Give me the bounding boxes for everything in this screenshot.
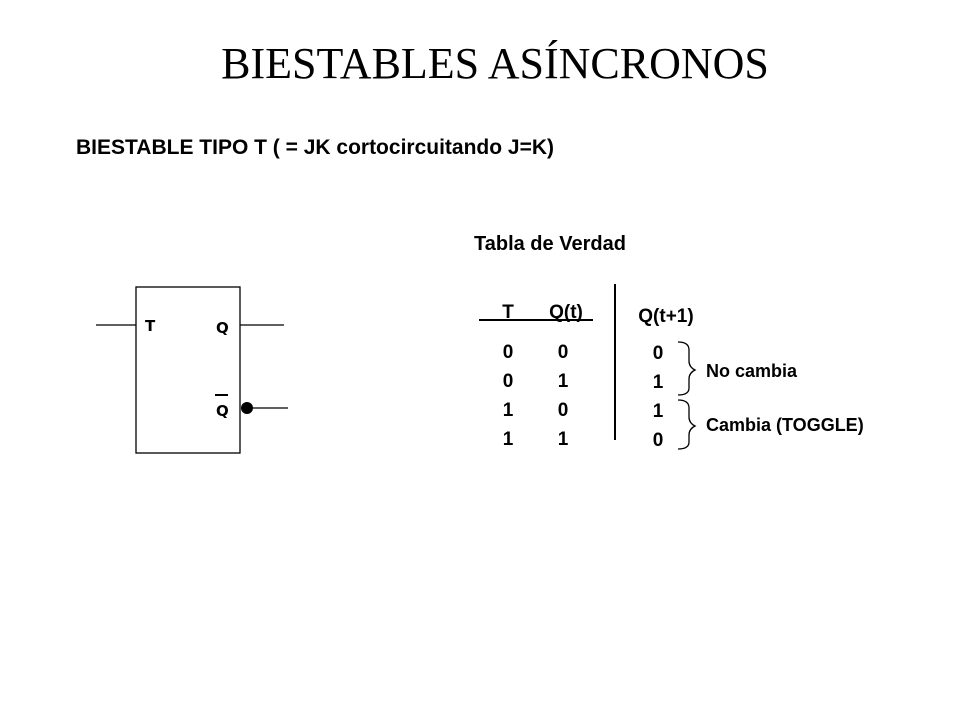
cell-qt1: 1 (653, 401, 664, 422)
header-qt1: Q(t+1) (638, 306, 693, 327)
cell-qt: 1 (558, 371, 569, 392)
header-t: T (502, 302, 514, 323)
truth-table-title: Tabla de Verdad (474, 233, 626, 255)
cell-qt: 0 (558, 342, 569, 363)
cell-qt: 0 (558, 400, 569, 421)
annotation-cambia-toggle: Cambia (TOGGLE) (706, 415, 864, 435)
truth-table: T Q(t) Q(t+1) 0 0 0 0 1 1 1 0 1 1 1 0 No… (479, 284, 864, 451)
table-row: 0 0 0 (503, 342, 664, 364)
cell-qt1: 0 (653, 343, 664, 364)
inversion-bubble (241, 402, 253, 414)
table-row: 1 0 1 (503, 400, 664, 422)
cell-qt1: 0 (653, 430, 664, 451)
brace-no-cambia (677, 341, 697, 396)
flipflop-box (135, 286, 241, 454)
brace-cambia (677, 399, 697, 450)
annotation-no-cambia: No cambia (706, 361, 798, 381)
subtitle: BIESTABLE TIPO T ( = JK cortocircuitando… (76, 136, 555, 159)
page-title: BIESTABLES ASÍNCRONOS (221, 39, 769, 88)
t-input-label: T (145, 317, 156, 335)
cell-t: 1 (503, 400, 514, 421)
q-output-label: Q (216, 319, 229, 337)
cell-qt: 1 (558, 429, 569, 450)
table-row: 0 1 1 (503, 371, 664, 393)
q-bar-output-label: Q (216, 402, 229, 420)
cell-qt1: 1 (653, 372, 664, 393)
header-qt: Q(t) (549, 302, 583, 323)
t-flipflop-symbol: T Q Q (96, 286, 288, 454)
cell-t: 0 (503, 371, 514, 392)
cell-t: 1 (503, 429, 514, 450)
table-row: 1 1 0 (503, 429, 664, 451)
cell-t: 0 (503, 342, 514, 363)
